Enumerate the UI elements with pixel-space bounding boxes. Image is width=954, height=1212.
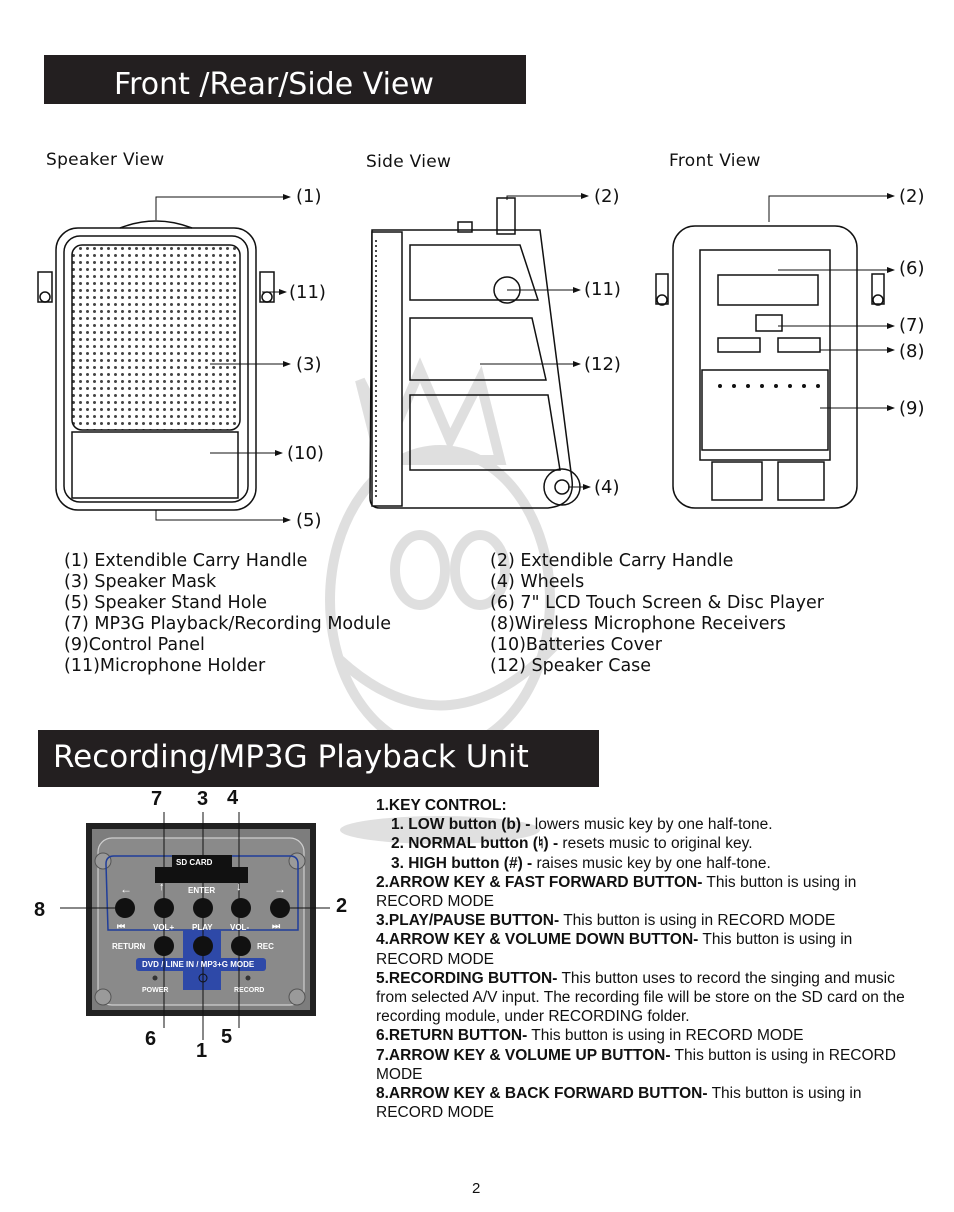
key-control-item: 3. HIGH button (#) - raises music key by…: [391, 854, 771, 872]
section-banner-recording: Recording/MP3G Playback Unit: [38, 730, 599, 787]
callout-3: (3): [296, 354, 322, 375]
panel-number-3: 3: [197, 788, 209, 810]
panel-power-label: POWER: [142, 987, 169, 994]
skip-forward-icon: ⏭: [272, 921, 281, 931]
description-item: 4.ARROW KEY & VOLUME DOWN BUTTON- This b…: [376, 931, 853, 968]
legend-item: (3) Speaker Mask: [64, 572, 217, 592]
callout-6: (6): [899, 258, 925, 279]
front-view-drawing: [655, 225, 885, 509]
description-item: 3.PLAY/PAUSE BUTTON- This button is usin…: [376, 912, 836, 930]
side-view-label: Side View: [366, 152, 452, 172]
speaker-view-label: Speaker View: [46, 150, 165, 170]
panel-number-4: 4: [227, 787, 239, 809]
callout-2-front: (2): [899, 186, 925, 207]
description-item: 7.ARROW KEY & VOLUME UP BUTTON- This but…: [376, 1046, 896, 1083]
arrow-left-icon: ←: [120, 882, 132, 896]
panel-sd-card-label: SD CARD: [176, 858, 213, 867]
legend-item: (5) Speaker Stand Hole: [64, 593, 268, 613]
panel-vol-plus-label: VOL+: [153, 923, 175, 932]
callout-7: (7): [899, 315, 925, 336]
legend-item: (10)Batteries Cover: [490, 635, 662, 655]
legend-item: (11)Microphone Holder: [64, 656, 266, 676]
callout-lines: [155, 193, 895, 523]
section-title-recording: Recording/MP3G Playback Unit: [53, 739, 529, 775]
vol-down-key: [231, 898, 251, 918]
callout-2-side: (2): [594, 186, 620, 207]
legend-right: (2) Extendible Carry Handle (4) Wheels (…: [490, 551, 824, 677]
callout-11: (11): [289, 282, 326, 303]
description-item: 5.RECORDING BUTTON- This button uses to …: [376, 969, 905, 1026]
panel-record-label: RECORD: [234, 987, 265, 994]
back-forward-key: [115, 898, 135, 918]
callout-11-side: (11): [584, 279, 621, 300]
legend-item: (7) MP3G Playback/Recording Module: [64, 614, 391, 634]
callout-1: (1): [296, 186, 322, 207]
panel-number-8: 8: [34, 899, 46, 921]
speaker-view-drawing: [37, 220, 275, 511]
callout-5: (5): [296, 510, 322, 531]
legend-item: (1) Extendible Carry Handle: [64, 551, 308, 571]
arrow-up-icon: ↑: [159, 881, 165, 893]
description-item: 6.RETURN BUTTON- This button is using in…: [376, 1027, 804, 1045]
legend-left: (1) Extendible Carry Handle (3) Speaker …: [64, 551, 391, 677]
page-number: 2: [472, 1180, 481, 1197]
description-item: 8.ARROW KEY & BACK FORWARD BUTTON- This …: [376, 1085, 862, 1122]
legend-item: (12) Speaker Case: [490, 656, 652, 676]
panel-return-label: RETURN: [112, 942, 146, 951]
arrow-down-icon: ↓: [236, 881, 242, 893]
panel-rec-label: REC: [257, 942, 274, 951]
panel-vol-minus-label: VOL-: [230, 923, 250, 932]
panel-mode-label: DVD / LINE IN / MP3+G MODE: [142, 960, 255, 969]
panel-number-5: 5: [221, 1026, 233, 1048]
legend-item: (8)Wireless Microphone Receivers: [490, 614, 786, 634]
legend-item: (2) Extendible Carry Handle: [490, 551, 734, 571]
front-view-label: Front View: [669, 151, 761, 171]
key-control-heading: 1.KEY CONTROL:: [376, 797, 507, 814]
description-item: 2.ARROW KEY & FAST FORWARD BUTTON- This …: [376, 873, 857, 911]
section-banner-views: Front /Rear/Side View: [44, 55, 526, 104]
callout-4: (4): [594, 477, 620, 498]
skip-back-icon: ⏮: [117, 921, 126, 931]
callout-10: (10): [287, 443, 324, 464]
button-descriptions: 1.KEY CONTROL: 1. LOW button (b) - lower…: [376, 796, 906, 1122]
callout-8: (8): [899, 341, 925, 362]
side-view-drawing: [369, 197, 581, 509]
callout-9: (9): [899, 398, 925, 419]
arrow-right-icon: →: [274, 882, 286, 896]
panel-number-1: 1: [196, 1040, 208, 1062]
panel-number-6: 6: [145, 1028, 157, 1050]
panel-enter-label: ENTER: [188, 886, 216, 895]
legend-item: (4) Wheels: [490, 572, 585, 592]
key-control-item: 2. NORMAL button (♮) - resets music to o…: [391, 835, 753, 853]
section-title-views: Front /Rear/Side View: [114, 67, 434, 102]
callout-12: (12): [584, 354, 621, 375]
key-control-item: 1. LOW button (b) - lowers music key by …: [391, 816, 773, 834]
legend-item: (9)Control Panel: [64, 635, 205, 655]
rec-key: [231, 936, 251, 956]
panel-number-2: 2: [336, 895, 348, 917]
panel-play-label: PLAY: [192, 923, 213, 932]
fast-forward-key: [270, 898, 290, 918]
legend-item: (6) 7" LCD Touch Screen & Disc Player: [490, 593, 824, 613]
panel-number-7: 7: [151, 788, 163, 810]
